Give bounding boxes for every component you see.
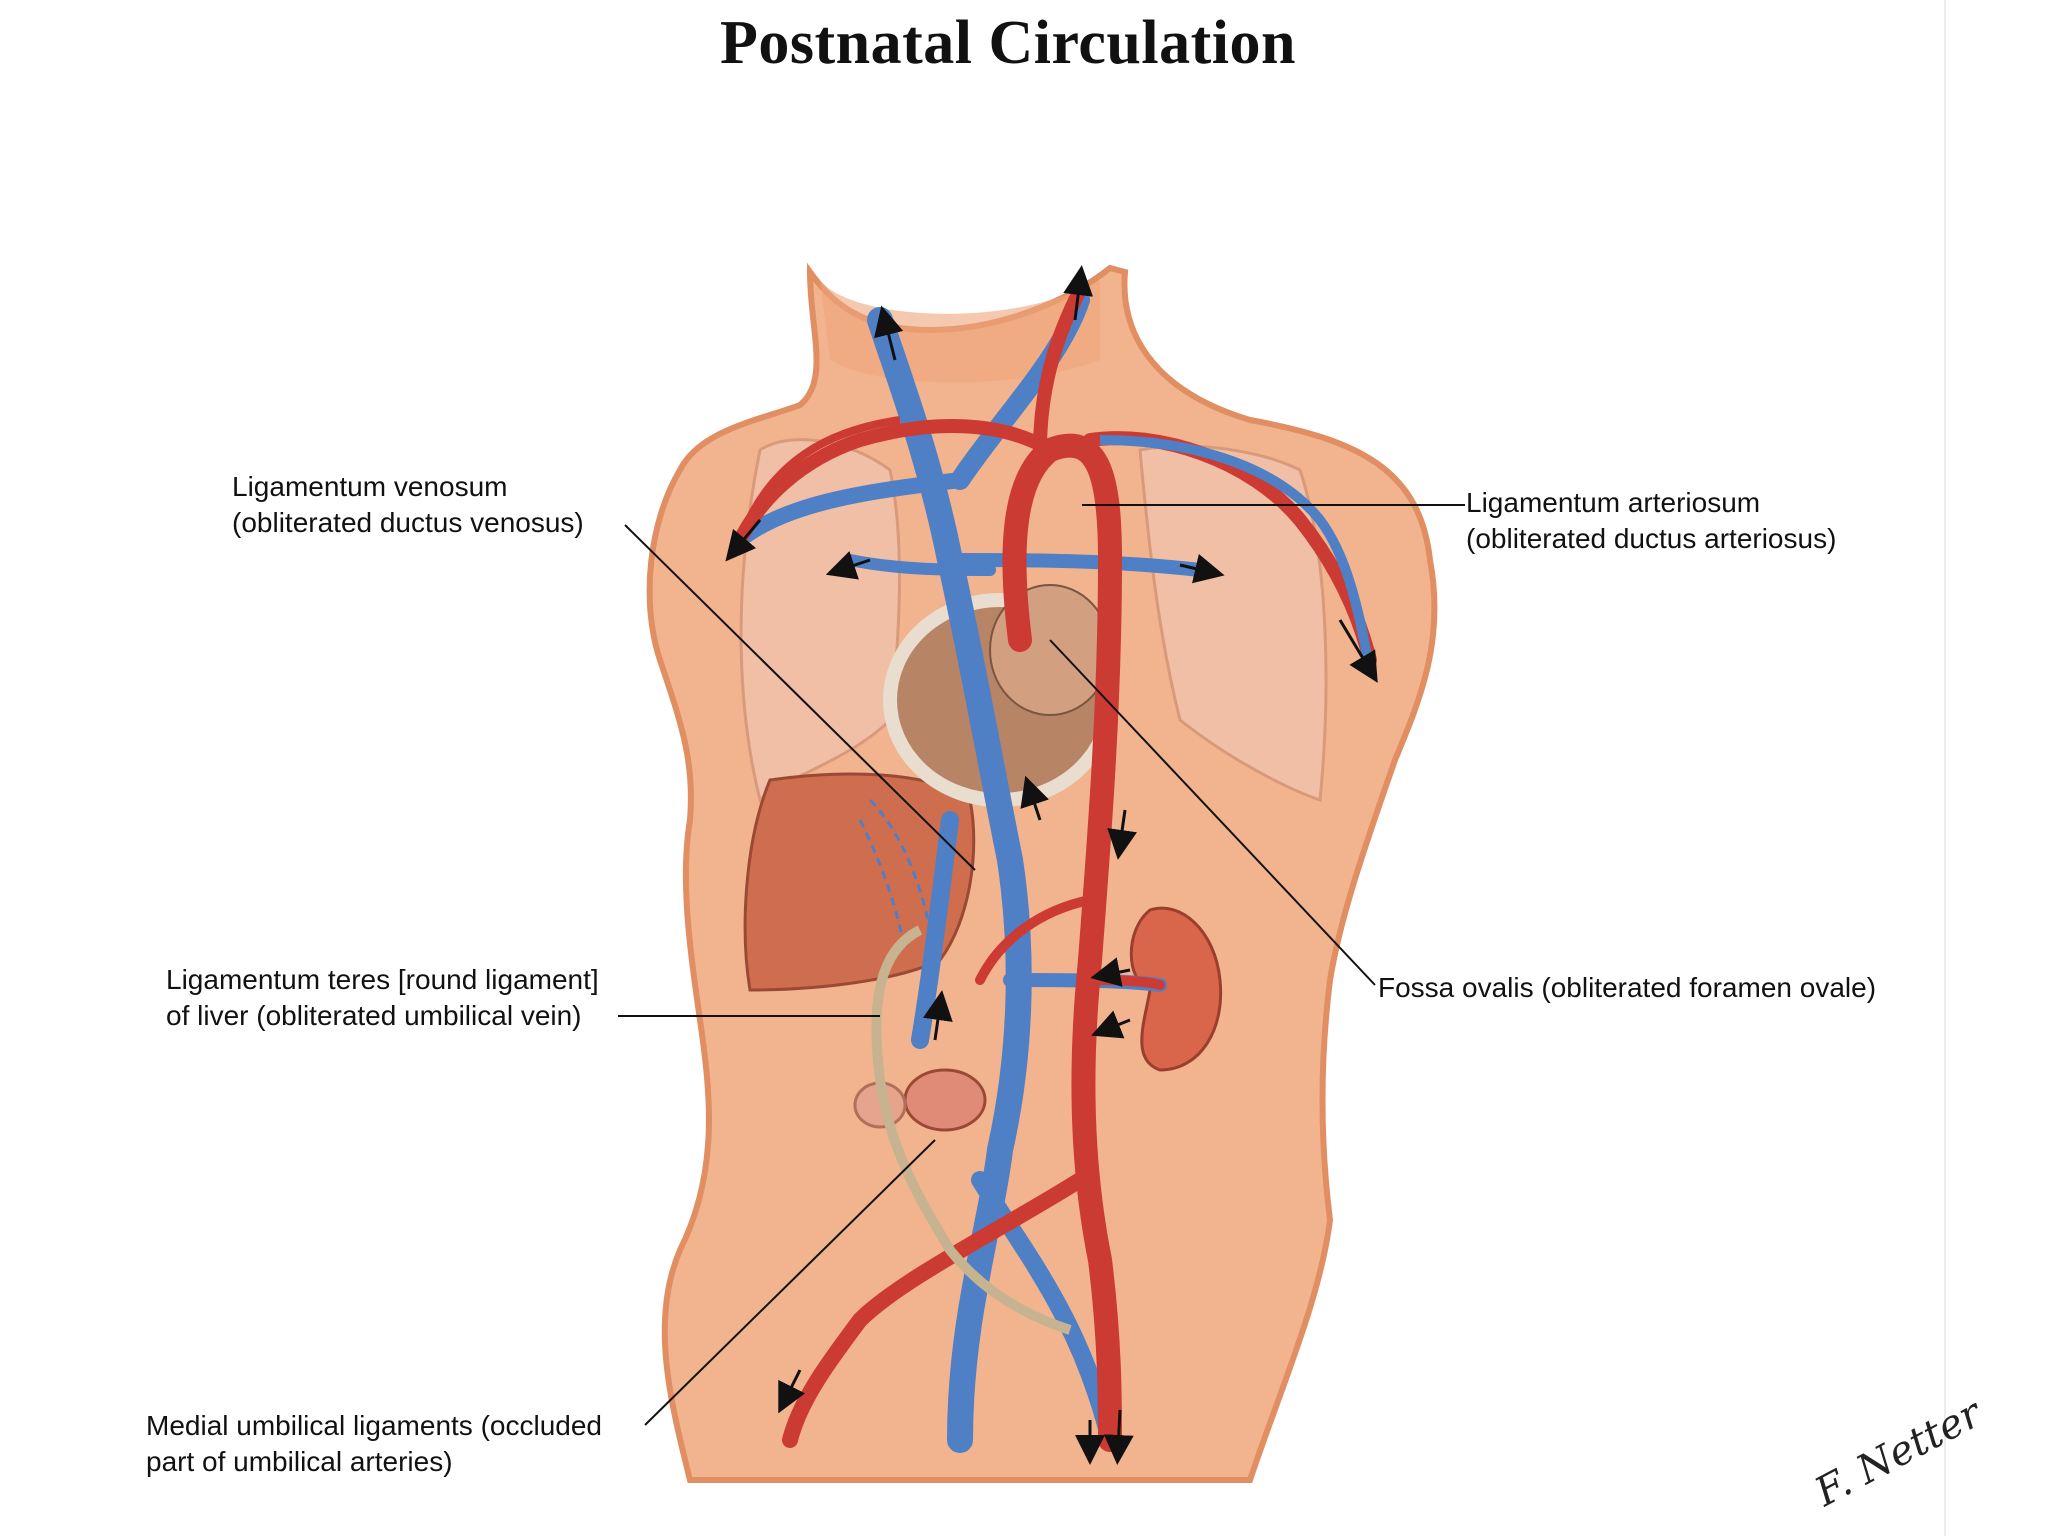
label-ligamentum-venosum: Ligamentum venosum (obliterated ductus v… xyxy=(232,469,584,541)
label-line: Medial umbilical ligaments (occluded xyxy=(146,1410,602,1441)
label-line: of liver (obliterated umbilical vein) xyxy=(166,1000,582,1031)
label-line: Ligamentum teres [round ligament] xyxy=(166,964,599,995)
right-arm-vessels xyxy=(736,416,901,542)
right-lung xyxy=(739,438,901,803)
label-line: (obliterated ductus venosus) xyxy=(232,507,584,538)
left-arm-vessels xyxy=(1099,435,1375,671)
label-fossa-ovalis: Fossa ovalis (obliterated foramen ovale) xyxy=(1378,970,1876,1006)
left-lung xyxy=(1138,444,1328,803)
label-medial-umbilical: Medial umbilical ligaments (occluded par… xyxy=(146,1408,602,1480)
label-line: (obliterated ductus arteriosus) xyxy=(1466,523,1837,554)
kidney xyxy=(1129,906,1223,1072)
label-ligamentum-arteriosum: Ligamentum arteriosum (obliterated ductu… xyxy=(1466,485,1836,557)
label-line: Ligamentum venosum xyxy=(232,471,508,502)
label-line: Fossa ovalis (obliterated foramen ovale) xyxy=(1378,972,1877,1003)
label-line: part of umbilical arteries) xyxy=(146,1446,453,1477)
diagram-title: Postnatal Circulation xyxy=(720,9,1296,77)
label-line: Ligamentum arteriosum xyxy=(1466,487,1761,518)
liver-dashed-vessels xyxy=(858,798,932,951)
umbilical-ligament xyxy=(871,925,1072,1335)
label-ligamentum-teres: Ligamentum teres [round ligament] of liv… xyxy=(166,962,599,1034)
flow-arrows xyxy=(725,265,1378,1465)
umbilical-vessels xyxy=(903,1068,987,1132)
leader-lines xyxy=(618,504,1465,1426)
page-edge xyxy=(1944,0,1946,1536)
